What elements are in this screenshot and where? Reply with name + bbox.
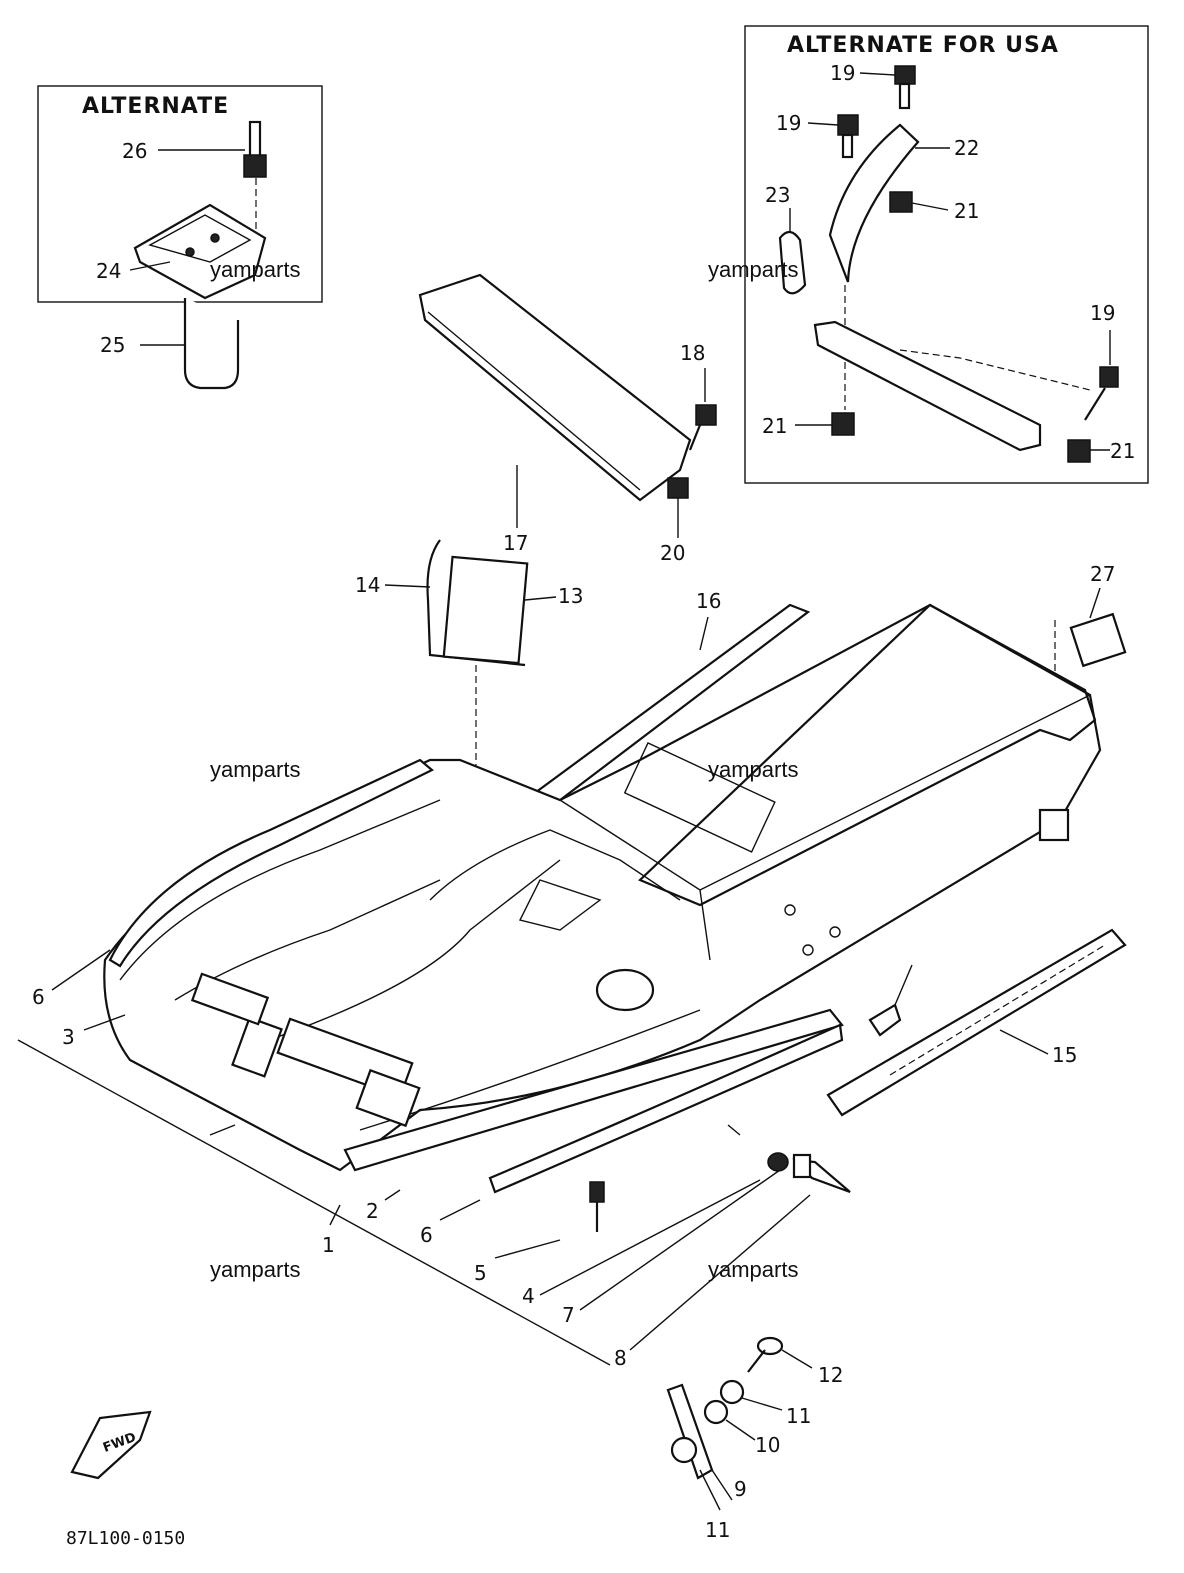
pad-23 bbox=[778, 230, 807, 295]
label-18: 18 bbox=[680, 341, 705, 365]
plate-9 bbox=[666, 1383, 714, 1480]
fwd-arrow-icon: FWD bbox=[70, 1410, 152, 1480]
label-1: 1 bbox=[322, 1233, 335, 1257]
label-7: 7 bbox=[562, 1303, 575, 1327]
nut-21-lower-left bbox=[831, 412, 855, 436]
label-6-left: 6 bbox=[32, 985, 45, 1009]
label-22: 22 bbox=[954, 136, 979, 160]
pin-8 bbox=[792, 1153, 851, 1194]
label-20: 20 bbox=[660, 541, 685, 565]
bolt-19-left bbox=[837, 114, 859, 159]
part-27 bbox=[1069, 612, 1127, 668]
label-11-lower: 11 bbox=[705, 1518, 730, 1542]
label-27: 27 bbox=[1090, 562, 1115, 586]
bolt-26 bbox=[243, 120, 267, 178]
mat-13 bbox=[442, 555, 529, 665]
label-13: 13 bbox=[558, 584, 583, 608]
watermark-6: yamparts bbox=[708, 1257, 798, 1282]
label-21-lower-right: 21 bbox=[1110, 439, 1135, 463]
rail-6-right bbox=[343, 1008, 844, 1172]
arm-22 bbox=[828, 123, 920, 283]
alternate-box bbox=[37, 85, 323, 303]
watermark-4: yamparts bbox=[708, 757, 798, 782]
plate-24 bbox=[133, 203, 267, 300]
label-2: 2 bbox=[366, 1199, 379, 1223]
label-21-lower-left: 21 bbox=[762, 414, 787, 438]
label-19-right: 19 bbox=[1090, 301, 1115, 325]
label-21-upper: 21 bbox=[954, 199, 979, 223]
washer-11-upper bbox=[719, 1379, 745, 1405]
label-15: 15 bbox=[1052, 1043, 1077, 1067]
nut-20 bbox=[667, 477, 689, 499]
clip-3 bbox=[868, 964, 913, 1037]
label-25: 25 bbox=[100, 333, 125, 357]
rail-6-left bbox=[108, 758, 435, 968]
bolt-19-top bbox=[894, 65, 916, 110]
alternate-box-title: ALTERNATE bbox=[82, 94, 229, 119]
bolt-12 bbox=[747, 1336, 784, 1373]
rail-bar-usa bbox=[813, 320, 1042, 452]
label-12: 12 bbox=[818, 1363, 843, 1387]
label-14: 14 bbox=[355, 573, 380, 597]
watermark-5: yamparts bbox=[210, 1257, 300, 1282]
u-bolt-25 bbox=[183, 298, 240, 390]
label-10: 10 bbox=[755, 1433, 780, 1457]
nut-21-lower-right bbox=[1067, 439, 1091, 463]
label-26: 26 bbox=[122, 139, 147, 163]
alternate-usa-box bbox=[744, 25, 1149, 484]
label-8: 8 bbox=[614, 1346, 627, 1370]
alternate-usa-box-title: ALTERNATE FOR USA bbox=[787, 33, 1059, 58]
label-19-top: 19 bbox=[830, 61, 855, 85]
label-4: 4 bbox=[522, 1284, 535, 1308]
washer-10 bbox=[703, 1399, 729, 1425]
label-6-right: 6 bbox=[420, 1223, 433, 1247]
watermark-3: yamparts bbox=[210, 757, 300, 782]
label-5: 5 bbox=[474, 1261, 487, 1285]
nut-21-upper bbox=[889, 191, 913, 213]
label-19-left: 19 bbox=[776, 111, 801, 135]
diagram-code: 87L100-0150 bbox=[66, 1528, 185, 1549]
label-24: 24 bbox=[96, 259, 121, 283]
label-11-upper: 11 bbox=[786, 1404, 811, 1428]
label-23: 23 bbox=[765, 183, 790, 207]
label-3: 3 bbox=[62, 1025, 75, 1049]
watermark-2: yamparts bbox=[708, 257, 798, 282]
label-9: 9 bbox=[734, 1477, 747, 1501]
grommet-7 bbox=[767, 1152, 789, 1172]
bolt-19-right bbox=[1084, 366, 1119, 421]
label-17: 17 bbox=[503, 531, 528, 555]
label-16: 16 bbox=[696, 589, 721, 613]
washer-11-lower bbox=[670, 1436, 698, 1464]
hull-body bbox=[103, 603, 1102, 1172]
cover-17 bbox=[418, 273, 692, 502]
bolt-18 bbox=[688, 404, 717, 451]
screw-5 bbox=[589, 1181, 605, 1232]
watermark-1: yamparts bbox=[210, 257, 300, 282]
